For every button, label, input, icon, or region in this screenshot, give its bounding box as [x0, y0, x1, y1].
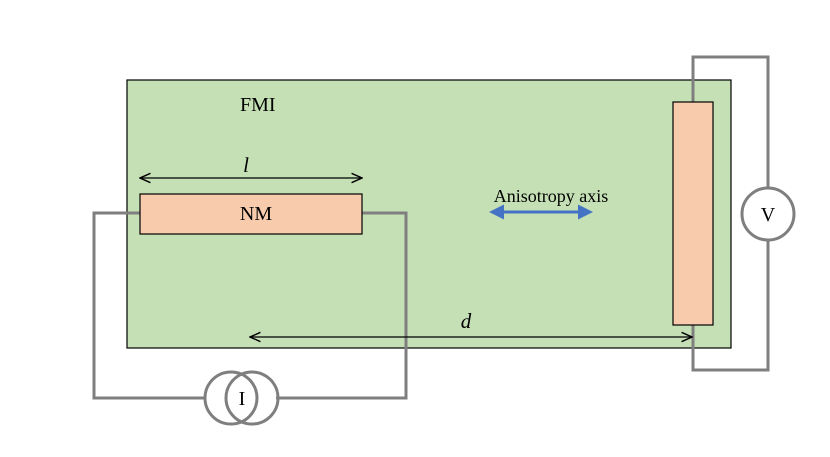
current-source-label: I — [239, 388, 246, 410]
distance-label: d — [461, 309, 472, 333]
nm-injector-electrode — [139, 193, 363, 235]
fmi-label: FMI — [240, 94, 276, 116]
length-label: l — [243, 153, 249, 177]
current-source-icon — [203, 370, 280, 426]
voltmeter-icon — [740, 186, 796, 242]
detector-electrode — [672, 101, 714, 326]
detector-circuit-wire — [691, 55, 770, 372]
voltmeter-label: V — [761, 204, 776, 226]
anisotropy-axis-label: Anisotropy axis — [494, 186, 609, 206]
nm-label: NM — [240, 203, 272, 225]
injector-circuit-wire — [92, 211, 408, 400]
